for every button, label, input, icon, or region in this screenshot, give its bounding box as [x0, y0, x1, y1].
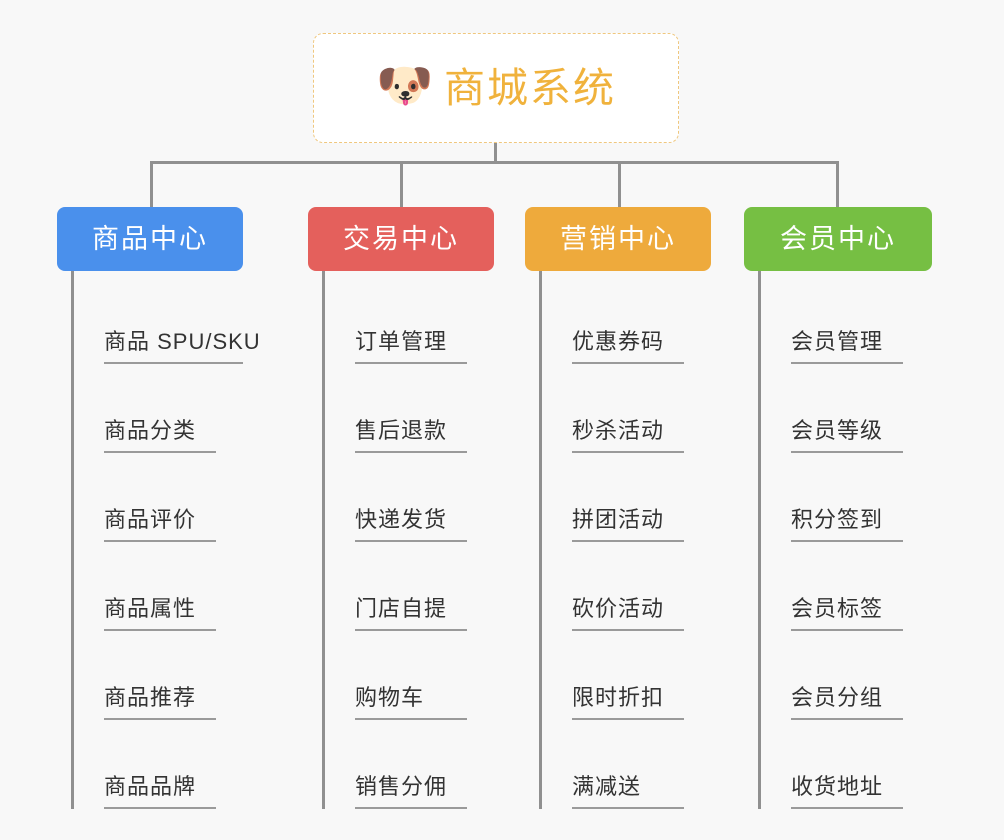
- branch-item-list: 优惠券码 秒杀活动 拼团活动 砍价活动 限时折扣 满减送: [539, 271, 711, 809]
- connector-horizontal-bus: [150, 161, 838, 164]
- branch-header-product-center[interactable]: 商品中心: [57, 207, 243, 271]
- root-node-mall-system[interactable]: 🐶 商城系统: [313, 33, 679, 143]
- list-item-label: 拼团活动: [572, 509, 684, 542]
- connector-drop-column-2: [400, 161, 403, 207]
- list-item[interactable]: 快递发货: [325, 453, 494, 542]
- shiba-dog-face-icon: 🐶: [376, 59, 434, 111]
- list-item-label: 积分签到: [791, 509, 903, 542]
- list-item-label: 商品品牌: [104, 776, 216, 809]
- list-item[interactable]: 销售分佣: [325, 720, 494, 809]
- list-item-label: 商品评价: [104, 509, 216, 542]
- list-item-label: 购物车: [355, 687, 467, 720]
- branch-item-list: 会员管理 会员等级 积分签到 会员标签 会员分组 收货地址: [758, 271, 932, 809]
- branch-header-label: 交易中心: [343, 223, 459, 254]
- branch-column-product-center: 商品中心 商品 SPU/SKU 商品分类 商品评价 商品属性 商品推荐 商品品牌: [57, 207, 260, 809]
- list-item-label: 会员管理: [791, 331, 903, 364]
- list-item-label: 收货地址: [791, 776, 903, 809]
- branch-column-trade-center: 交易中心 订单管理 售后退款 快递发货 门店自提 购物车 销售分佣: [308, 207, 494, 809]
- list-item[interactable]: 商品属性: [74, 542, 243, 631]
- branch-header-label: 营销中心: [560, 223, 676, 254]
- branch-column-marketing-center: 营销中心 优惠券码 秒杀活动 拼团活动 砍价活动 限时折扣 满减送: [525, 207, 711, 809]
- list-item-label: 砍价活动: [572, 598, 684, 631]
- list-item-label: 商品 SPU/SKU: [104, 331, 260, 364]
- list-item[interactable]: 商品评价: [74, 453, 243, 542]
- list-item-label: 快递发货: [355, 509, 467, 542]
- list-item[interactable]: 会员分组: [761, 631, 932, 720]
- connector-drop-column-3: [618, 161, 621, 207]
- list-item[interactable]: 砍价活动: [542, 542, 711, 631]
- list-item[interactable]: 售后退款: [325, 364, 494, 453]
- list-item[interactable]: 秒杀活动: [542, 364, 711, 453]
- list-item-label: 订单管理: [355, 331, 467, 364]
- branch-header-label: 会员中心: [780, 223, 896, 254]
- list-item[interactable]: 满减送: [542, 720, 711, 809]
- list-item-label: 满减送: [572, 776, 684, 809]
- list-item-label: 售后退款: [355, 420, 467, 453]
- list-item-label: 商品分类: [104, 420, 216, 453]
- branch-item-list: 商品 SPU/SKU 商品分类 商品评价 商品属性 商品推荐 商品品牌: [71, 271, 260, 809]
- list-item[interactable]: 积分签到: [761, 453, 932, 542]
- list-item[interactable]: 会员管理: [761, 275, 932, 364]
- list-item[interactable]: 商品推荐: [74, 631, 243, 720]
- list-item[interactable]: 优惠券码: [542, 275, 711, 364]
- root-node-title: 商城系统: [444, 64, 616, 111]
- list-item[interactable]: 门店自提: [325, 542, 494, 631]
- list-item[interactable]: 收货地址: [761, 720, 932, 809]
- list-item[interactable]: 限时折扣: [542, 631, 711, 720]
- list-item-label: 会员标签: [791, 598, 903, 631]
- branch-header-marketing-center[interactable]: 营销中心: [525, 207, 711, 271]
- list-item-label: 门店自提: [355, 598, 467, 631]
- list-item[interactable]: 商品品牌: [74, 720, 243, 809]
- list-item[interactable]: 商品 SPU/SKU: [74, 275, 260, 364]
- list-item-label: 会员分组: [791, 687, 903, 720]
- connector-drop-column-4: [836, 161, 839, 207]
- branch-header-label: 商品中心: [92, 223, 208, 254]
- list-item[interactable]: 拼团活动: [542, 453, 711, 542]
- list-item-label: 会员等级: [791, 420, 903, 453]
- list-item[interactable]: 会员等级: [761, 364, 932, 453]
- list-item-label: 商品推荐: [104, 687, 216, 720]
- branch-column-member-center: 会员中心 会员管理 会员等级 积分签到 会员标签 会员分组 收货地址: [744, 207, 932, 809]
- list-item[interactable]: 商品分类: [74, 364, 243, 453]
- list-item-label: 秒杀活动: [572, 420, 684, 453]
- connector-drop-column-1: [150, 161, 153, 207]
- branch-header-trade-center[interactable]: 交易中心: [308, 207, 494, 271]
- branch-item-list: 订单管理 售后退款 快递发货 门店自提 购物车 销售分佣: [322, 271, 494, 809]
- list-item[interactable]: 购物车: [325, 631, 494, 720]
- list-item[interactable]: 订单管理: [325, 275, 494, 364]
- list-item-label: 优惠券码: [572, 331, 684, 364]
- list-item-label: 销售分佣: [355, 776, 467, 809]
- list-item-label: 限时折扣: [572, 687, 684, 720]
- list-item-label: 商品属性: [104, 598, 216, 631]
- branch-header-member-center[interactable]: 会员中心: [744, 207, 932, 271]
- list-item[interactable]: 会员标签: [761, 542, 932, 631]
- connector-root-stem: [494, 143, 497, 163]
